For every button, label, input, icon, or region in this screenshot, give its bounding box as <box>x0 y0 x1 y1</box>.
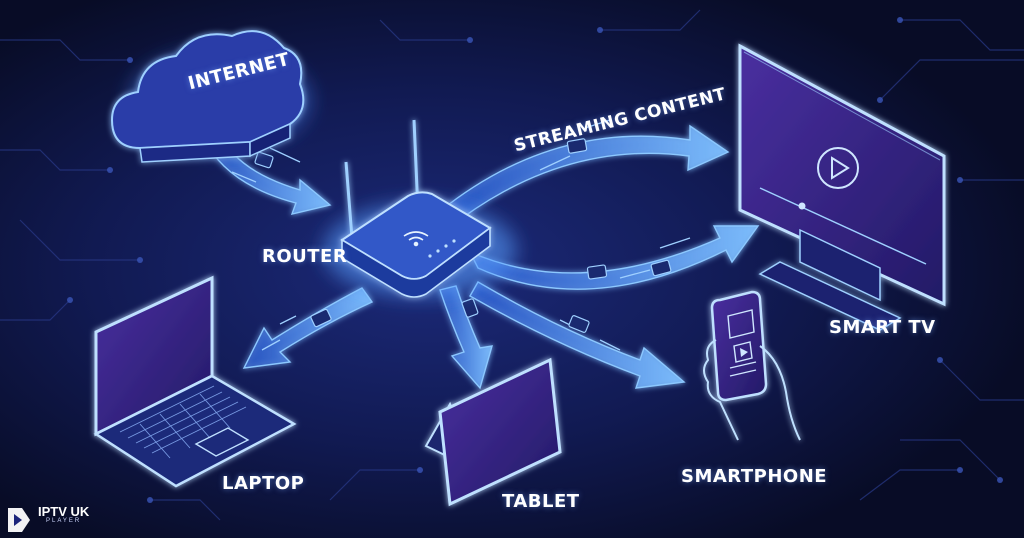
circuit-nodes <box>67 17 1003 503</box>
smart-tv-label: SMART TV <box>829 317 936 338</box>
keyboard-icon <box>119 385 247 459</box>
internet-cloud-icon <box>110 30 310 163</box>
brand-logo: IPTV UK PLAYER <box>6 505 89 525</box>
wifi-icon <box>403 231 429 247</box>
router-label: ROUTER <box>262 246 348 267</box>
brand-text: IPTV UK PLAYER <box>38 505 89 525</box>
hand-outline <box>759 345 801 441</box>
play-logo-icon <box>8 508 30 532</box>
tv-play-icon <box>817 147 859 189</box>
smartphone-icon <box>703 290 801 441</box>
smartphone-label: SMARTPHONE <box>681 466 828 487</box>
tablet-label: TABLET <box>502 491 580 512</box>
phone-play-icon <box>733 341 753 363</box>
brand-subtitle: PLAYER <box>46 518 82 524</box>
laptop-icon <box>93 275 297 488</box>
arrow-router-to-smartphone <box>469 281 686 389</box>
tablet-icon <box>424 357 562 507</box>
smart-tv-icon <box>738 43 946 331</box>
router-icon <box>325 119 515 298</box>
arrow-router-to-tv-streaming <box>446 124 730 219</box>
brand-name: IPTV UK <box>38 504 90 519</box>
arrow-router-to-tv-lower <box>468 225 760 290</box>
data-packets <box>254 138 672 333</box>
arrow-internet-to-router <box>207 137 332 215</box>
laptop-label: LAPTOP <box>222 473 305 494</box>
circuit-traces <box>0 9 1024 521</box>
flow-arrows <box>207 124 760 390</box>
arrow-router-to-laptop <box>242 287 374 369</box>
